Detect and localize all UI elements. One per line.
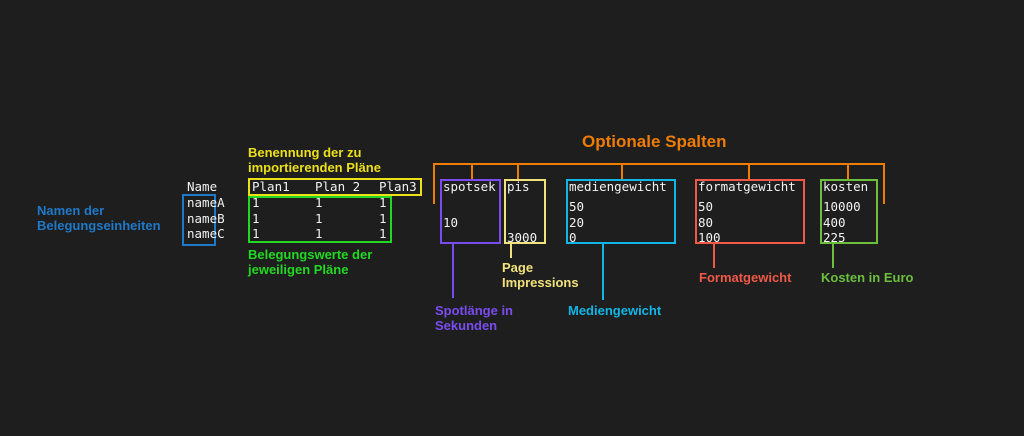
plan-header: Plan3 — [379, 179, 417, 194]
plan-values-label: Belegungswerte der jeweiligen Pläne — [248, 247, 373, 277]
optional-column-value: 400 — [823, 214, 846, 230]
plan-value: 1 — [379, 210, 387, 226]
optional-column-value: 80 — [698, 214, 714, 230]
optional-column-box — [504, 179, 546, 244]
name-value: nameC — [187, 226, 225, 241]
connector-line — [713, 244, 715, 268]
plan-value: 1 — [315, 195, 323, 210]
connector-line — [602, 244, 604, 300]
bracket-end — [883, 163, 885, 204]
plan-value: 1 — [252, 210, 260, 226]
optional-column-value: 0 — [569, 230, 577, 245]
optional-column-value: 50 — [569, 199, 585, 214]
optional-column-value: 10 — [443, 214, 459, 230]
bracket-tick — [847, 163, 849, 179]
name-values-box — [182, 194, 216, 246]
optional-column-label: Page Impressions — [502, 260, 579, 290]
optional-column-value: 100 — [698, 230, 721, 245]
connector-line — [832, 244, 834, 268]
optional-column-box — [820, 179, 878, 244]
optional-column-label: Mediengewicht — [568, 303, 662, 318]
plan-headers-box — [248, 178, 422, 196]
bracket-end — [433, 163, 435, 204]
optional-column-value: 3000 — [507, 230, 538, 245]
connector-line — [510, 244, 512, 258]
bracket-tick — [471, 163, 473, 179]
optional-column-box — [695, 179, 805, 244]
optional-column-label: Kosten in Euro — [821, 270, 914, 285]
optional-column-value: 50 — [698, 199, 714, 214]
plan-value: 1 — [252, 226, 260, 241]
plan-value: 1 — [315, 210, 323, 226]
optional-column-label: Spotlänge in Sekunden — [435, 303, 513, 333]
optional-column-value: 10000 — [823, 199, 861, 214]
optional-column-value: 225 — [823, 230, 846, 245]
bracket-tick — [621, 163, 623, 179]
connector-line — [452, 244, 454, 298]
plan-values-box — [248, 196, 392, 243]
plan-header-label: Benennung der zu importierenden Pläne — [248, 145, 381, 175]
optional-column-header: mediengewicht — [569, 179, 667, 194]
name-column-label: Namen der Belegungseinheiten — [37, 203, 161, 233]
optional-column-header: kosten — [823, 179, 869, 194]
plan-value: 1 — [379, 195, 387, 210]
bracket-tick — [748, 163, 750, 179]
name-value: nameB — [187, 210, 225, 226]
name-header: Name — [187, 179, 218, 194]
plan-value: 1 — [315, 226, 323, 241]
name-value: nameA — [187, 195, 225, 210]
plan-value: 1 — [379, 226, 387, 241]
plan-header: Plan1 — [252, 179, 290, 194]
optional-title: Optionale Spalten — [582, 132, 727, 151]
optional-column-header: pis — [507, 179, 530, 194]
optional-column-value: 20 — [569, 214, 585, 230]
bracket-line — [433, 163, 885, 165]
plan-header: Plan 2 — [315, 179, 361, 194]
optional-column-box — [440, 179, 501, 244]
optional-column-header: formatgewicht — [698, 179, 796, 194]
optional-column-label: Formatgewicht — [699, 270, 792, 285]
optional-column-box — [566, 179, 676, 244]
plan-value: 1 — [252, 195, 260, 210]
bracket-tick — [517, 163, 519, 179]
optional-column-header: spotsek — [443, 179, 496, 194]
